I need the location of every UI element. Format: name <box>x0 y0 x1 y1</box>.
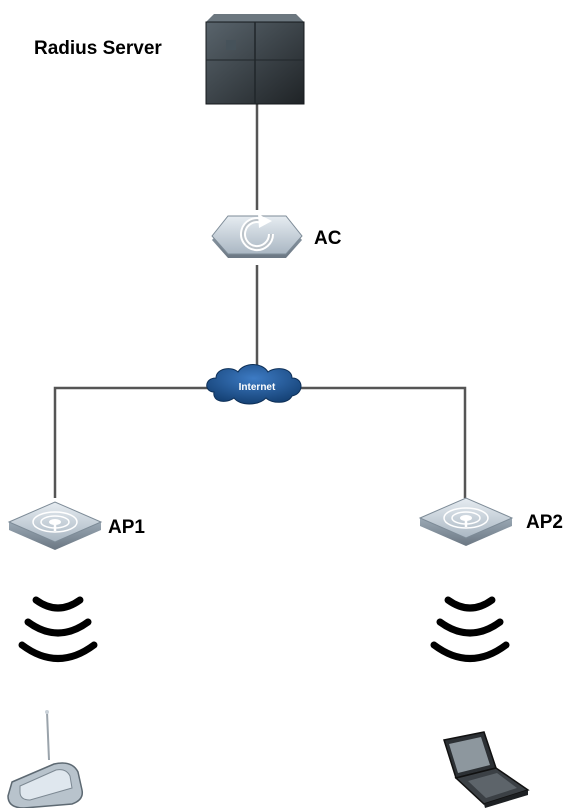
server-label: Radius Server <box>34 38 162 59</box>
wireless-signal-icon <box>430 596 510 662</box>
handheld-device-icon <box>7 710 84 808</box>
access-controller-icon <box>211 214 303 258</box>
ap2-label: AP2 <box>526 512 563 533</box>
wireless-signal-icon <box>18 596 98 662</box>
link-internet-ap2 <box>300 386 467 498</box>
internet-cloud-icon <box>206 364 302 405</box>
laptop-icon <box>443 731 530 808</box>
links <box>53 100 467 498</box>
internet-label: Internet <box>239 382 276 393</box>
access-point-icon <box>7 501 103 550</box>
access-point-icon <box>418 497 514 546</box>
server-icon <box>205 14 305 105</box>
ap1-label: AP1 <box>108 517 145 538</box>
link-internet-ap1 <box>53 386 214 498</box>
ac-label: AC <box>314 228 342 249</box>
